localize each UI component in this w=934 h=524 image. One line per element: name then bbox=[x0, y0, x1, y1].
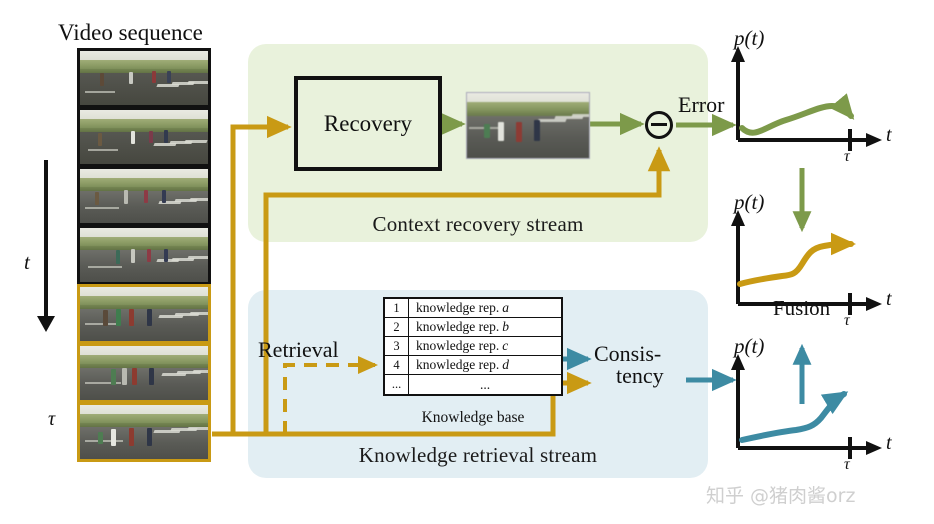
table-row[interactable]: 4 knowledge rep.d bbox=[385, 356, 561, 375]
frames-to-consistency-arrow bbox=[285, 371, 592, 437]
kb-row-text: knowledge rep.d bbox=[416, 357, 509, 372]
retrieval-dashed-arrow bbox=[283, 356, 378, 434]
time-axis-line bbox=[44, 160, 48, 320]
knowledge-retrieval-stream-label: Knowledge retrieval stream bbox=[358, 443, 598, 467]
video-frame bbox=[77, 166, 211, 226]
chart-top-svg bbox=[731, 46, 882, 151]
consistency-label-line1: Consis- bbox=[594, 341, 662, 366]
kb-row-text: ... bbox=[479, 376, 491, 392]
retrieval-label: Retrieval bbox=[258, 337, 339, 362]
chart-xlabel: t bbox=[886, 288, 892, 310]
consistency-label-line2: tency bbox=[616, 363, 664, 388]
fusion-label: Fusion bbox=[773, 296, 831, 320]
table-row[interactable]: 3 knowledge rep.c bbox=[385, 337, 561, 356]
frames-to-recovery-arrow bbox=[212, 115, 292, 437]
fusion-chart: p(t) t τ bbox=[720, 190, 895, 329]
watermark: 知乎 @猪肉酱orz bbox=[706, 485, 856, 507]
chart-bot-svg bbox=[731, 354, 882, 459]
kb-row-index: 1 bbox=[385, 299, 409, 317]
chart-xlabel: t bbox=[886, 124, 892, 146]
chart-mid-svg bbox=[731, 210, 882, 315]
time-axis-label: t bbox=[24, 250, 30, 274]
chart-tau-tick: τ bbox=[844, 456, 850, 473]
video-frame bbox=[77, 402, 211, 462]
table-row[interactable]: 1 knowledge rep.a bbox=[385, 299, 561, 318]
context-recovery-stream-label: Context recovery stream bbox=[372, 212, 584, 236]
chart-ylabel: p(t) bbox=[734, 334, 765, 358]
kb-row-index: 3 bbox=[385, 337, 409, 355]
minus-icon bbox=[651, 123, 667, 126]
time-axis-arrowhead-icon bbox=[37, 316, 55, 332]
video-frame bbox=[77, 284, 211, 344]
chart-tau-tick: τ bbox=[844, 312, 850, 329]
error-label: Error bbox=[678, 92, 725, 117]
chart-ylabel: p(t) bbox=[734, 190, 765, 214]
table-row[interactable]: 2 knowledge rep.b bbox=[385, 318, 561, 337]
kb-row-text: knowledge rep.a bbox=[416, 300, 509, 315]
video-frame bbox=[77, 107, 211, 167]
knowledge-base-caption: Knowledge base bbox=[421, 409, 525, 426]
kb-row-index: 2 bbox=[385, 318, 409, 336]
subtract-node bbox=[645, 111, 673, 139]
chart-xlabel: t bbox=[886, 432, 892, 454]
chart-tau-tick: τ bbox=[844, 148, 850, 165]
knowledge-consistency-chart: p(t) t τ bbox=[720, 334, 895, 473]
reconstructed-frame-thumbnail bbox=[466, 92, 590, 159]
context-recovery-chart: p(t) t τ bbox=[720, 26, 895, 165]
kb-row-index: 4 bbox=[385, 356, 409, 374]
video-frame-strip bbox=[77, 48, 211, 462]
kb-row-index: ... bbox=[385, 375, 409, 394]
table-row[interactable]: ... ... bbox=[385, 375, 561, 394]
kb-row-text: knowledge rep.b bbox=[416, 319, 509, 334]
video-frame bbox=[77, 343, 211, 403]
video-sequence-title: Video sequence bbox=[58, 20, 203, 45]
video-frame bbox=[77, 48, 211, 108]
recovery-module-box[interactable]: Recovery bbox=[294, 76, 442, 171]
kb-row-text: knowledge rep.c bbox=[416, 338, 509, 353]
knowledge-base-table[interactable]: 1 knowledge rep.a 2 knowledge rep.b 3 kn… bbox=[383, 297, 563, 396]
chart-ylabel: p(t) bbox=[734, 26, 765, 50]
consistency-label: Consis- tency bbox=[594, 343, 686, 387]
tau-label-filmstrip: τ bbox=[48, 408, 56, 430]
video-frame bbox=[77, 225, 211, 285]
